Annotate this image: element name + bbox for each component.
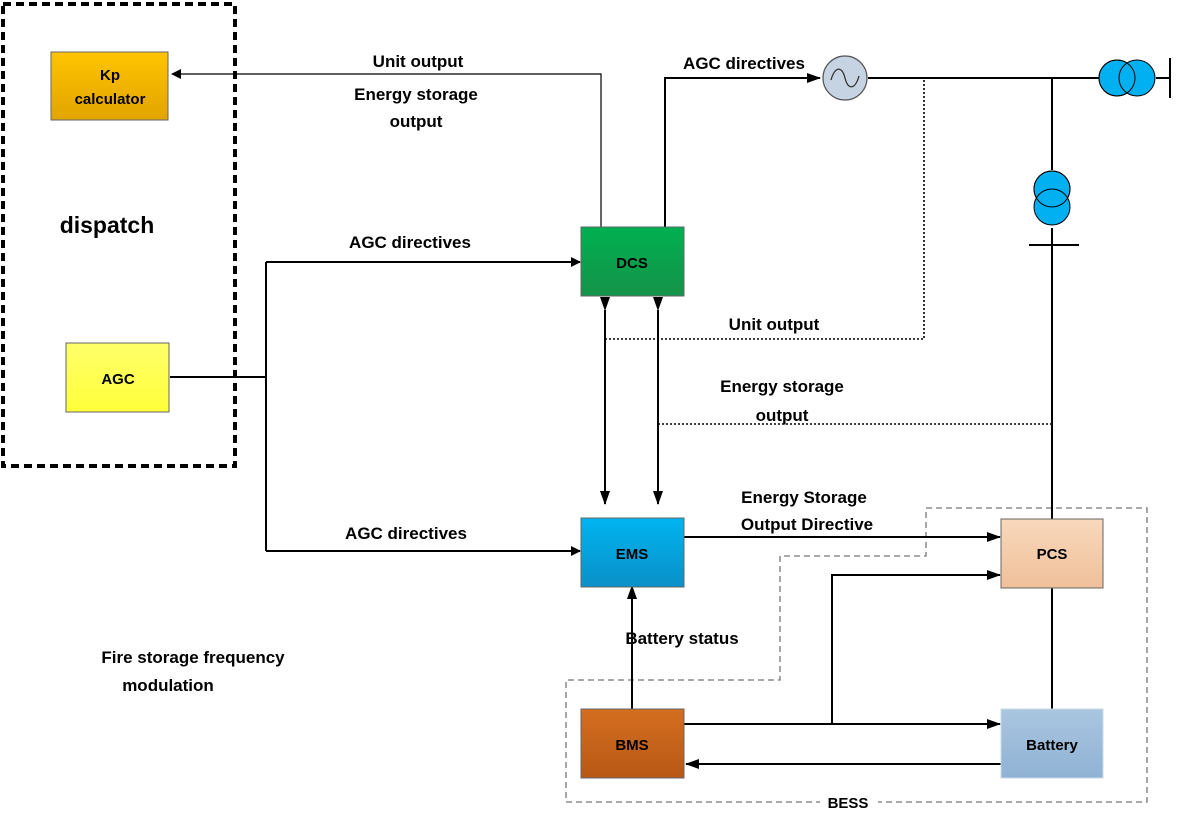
bess-group-border	[565, 507, 1148, 803]
label-unit-output-top: Unit output	[373, 52, 464, 71]
label-energy-storage-output-mid-1: Energy storage	[720, 377, 844, 396]
generator-icon	[822, 55, 868, 101]
edge-unit-output-feedback	[605, 78, 925, 340]
label-energy-storage-output-top-1: Energy storage	[354, 85, 478, 104]
node-ems[interactable]: EMS	[580, 517, 685, 588]
bess-label: BESS	[828, 795, 869, 812]
dispatch-label: dispatch	[60, 212, 155, 238]
label-agc-directives-ems: AGC directives	[345, 524, 467, 543]
caption-line1: Fire storage frequency	[101, 648, 285, 667]
node-dcs[interactable]: DCS	[580, 226, 685, 297]
label-agc-directives-dcs: AGC directives	[349, 233, 471, 252]
node-bms[interactable]: BMS	[580, 708, 685, 779]
node-agc[interactable]: AGC	[65, 342, 170, 413]
pcs-label: PCS	[1037, 546, 1068, 563]
label-agc-directives-generator: AGC directives	[683, 54, 805, 73]
edge-dcs-to-generator	[664, 73, 821, 227]
bess-label-bg	[820, 792, 878, 810]
caption-line2: modulation	[122, 676, 214, 695]
label-battery-status: Battery status	[625, 629, 738, 648]
kp-calculator-label-line2: calculator	[75, 91, 146, 108]
label-energy-storage-output-top-2: output	[390, 112, 443, 131]
battery-label: Battery	[1026, 737, 1078, 754]
label-es-output-directive-1: Energy Storage	[741, 488, 867, 507]
label-unit-output-mid: Unit output	[729, 315, 820, 334]
agc-label: AGC	[101, 371, 135, 388]
edge-unit-output-to-kp	[171, 69, 602, 227]
edge-bms-to-pcs	[831, 570, 1001, 724]
label-es-output-directive-2: Output Directive	[741, 515, 873, 534]
transformer-branch-icon	[1033, 170, 1071, 226]
node-kp-calculator[interactable]: Kp calculator	[50, 51, 169, 121]
dispatch-group-border	[1, 2, 237, 468]
transformer-main-icon	[1098, 59, 1156, 97]
kp-calculator-label-line1: Kp	[100, 67, 120, 84]
bms-label: BMS	[615, 737, 648, 754]
node-pcs[interactable]: PCS	[1000, 518, 1104, 589]
ems-label: EMS	[616, 546, 649, 563]
label-energy-storage-output-mid-2: output	[756, 406, 809, 425]
node-battery[interactable]: Battery	[1000, 708, 1104, 779]
dcs-label: DCS	[616, 255, 648, 272]
